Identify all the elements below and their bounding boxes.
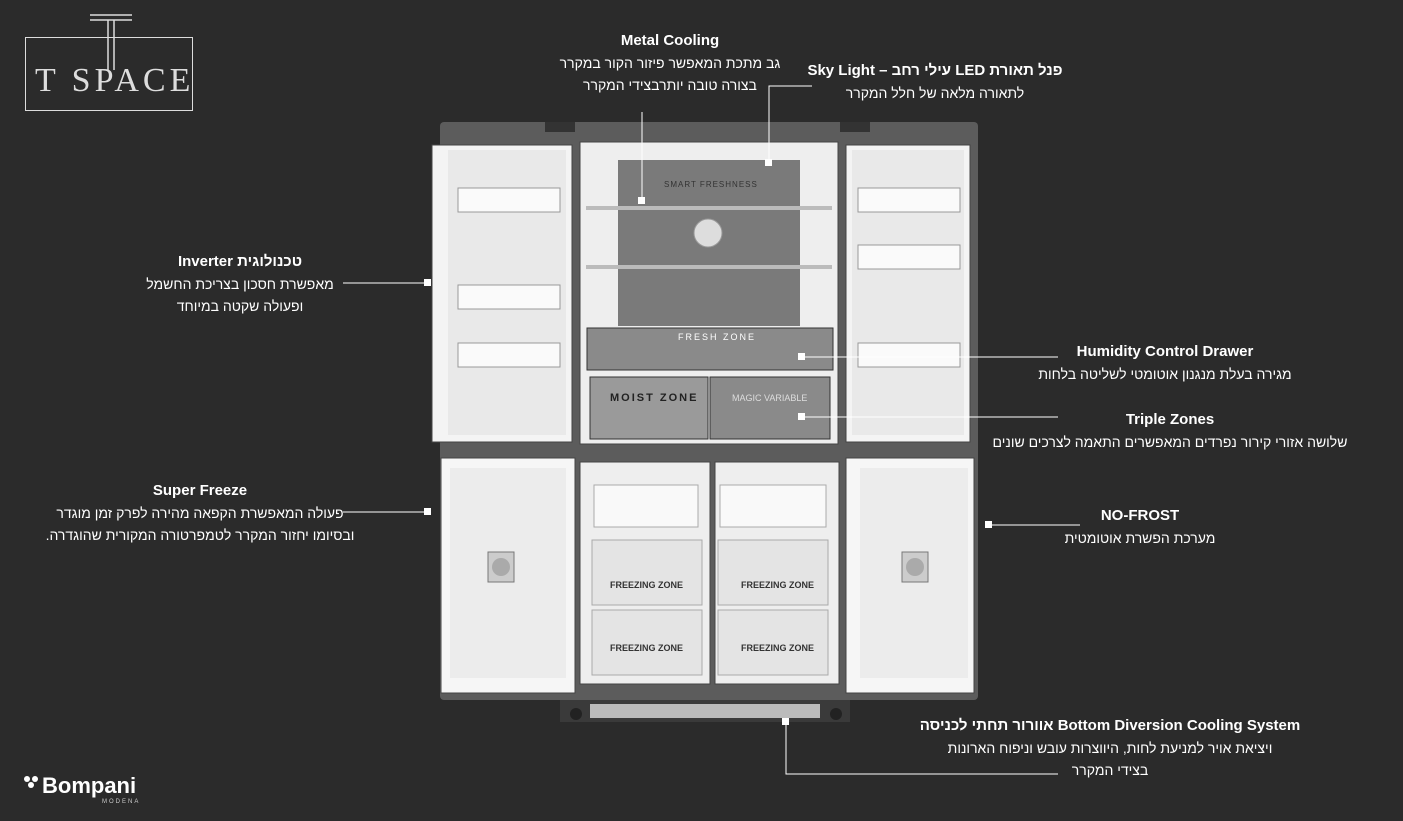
feature-no-frost: NO-FROST מערכת הפשרת אוטומטית — [1050, 505, 1230, 549]
label-smart-freshness: SMART FRESHNESS — [664, 180, 758, 189]
label-magic-variable: MAGIC VARIABLE — [732, 393, 808, 403]
feature-triple-zones: Triple Zones שלושה אזורי קירור נפרדים המ… — [990, 409, 1350, 453]
feature-line: מערכת הפשרת אוטומטית — [1064, 530, 1216, 546]
feature-inverter: טכנולוגית Inverter מאפשרת חסכון בצריכת ה… — [130, 251, 350, 317]
feature-line: מגירה בעלת מנגנון אוטומטי לשליטה בלחות — [1038, 366, 1292, 382]
feature-humidity: Humidity Control Drawer מגירה בעלת מנגנו… — [1020, 341, 1310, 385]
feature-super-freeze: Super Freeze פעולה המאפשרת הקפאה מהירה ל… — [45, 480, 355, 546]
bompani-logo-icon — [24, 776, 38, 788]
brand-logo-frame — [25, 37, 193, 111]
feature-title: טכנולוגית Inverter — [177, 253, 303, 270]
feature-line: פעולה המאפשרת הקפאה מהירה לפרק זמן מוגדר — [56, 505, 344, 521]
feature-line: לתאורה מלאה של חלל המקרר — [845, 85, 1025, 101]
feature-line: בצידי המקרר — [1071, 762, 1149, 778]
label-freezing-zone-2: FREEZING ZONE — [741, 580, 815, 590]
feature-sky-light: פנל תאורת LED עילי רחב – Sky Light לתאור… — [800, 60, 1070, 104]
label-moist-zone: MOIST ZONE — [610, 392, 699, 404]
feature-line: בצורה טובה יותרבצידי המקרר — [583, 77, 757, 93]
label-fresh-zone: FRESH ZONE — [678, 332, 757, 342]
brand-logo-text: T SPACE — [35, 62, 195, 99]
feature-title: Metal Cooling — [620, 32, 720, 49]
brand-maker-sub: MODENA — [102, 799, 141, 805]
label-freezing-zone-4: FREEZING ZONE — [741, 643, 815, 653]
feature-metal-cooling: Metal Cooling גב מתכת המאפשר פיזור הקור … — [520, 30, 820, 96]
brand-maker: Bompani — [42, 773, 137, 798]
label-freezing-zone-3: FREEZING ZONE — [610, 643, 684, 653]
feature-title: Humidity Control Drawer — [1076, 343, 1254, 360]
feature-title: Super Freeze — [152, 482, 248, 499]
feature-line: ובסיומו יחזור המקרר לטמפרטורה המקורית שה… — [45, 527, 355, 543]
feature-bottom-diversion: Bottom Diversion Cooling System אוורור ת… — [900, 715, 1320, 781]
feature-line: שלושה אזורי קירור נפרדים המאפשרים התאמה … — [992, 434, 1348, 450]
feature-line: גב מתכת המאפשר פיזור הקור במקרר — [559, 55, 781, 71]
feature-line: ופעולה שקטה במיוחד — [176, 298, 304, 314]
feature-title: Bottom Diversion Cooling System אוורור ת… — [919, 717, 1301, 734]
label-freezing-zone-1: FREEZING ZONE — [610, 580, 684, 590]
feature-line: ויציאת אויר למניעת לחות, היווצרות עובש ו… — [947, 740, 1273, 756]
t-monogram-icon — [90, 14, 132, 70]
feature-title: NO-FROST — [1100, 507, 1180, 524]
feature-line: מאפשרת חסכון בצריכת החשמל — [146, 276, 334, 292]
feature-title: Triple Zones — [1125, 411, 1215, 428]
feature-title: פנל תאורת LED עילי רחב – Sky Light — [807, 62, 1063, 79]
